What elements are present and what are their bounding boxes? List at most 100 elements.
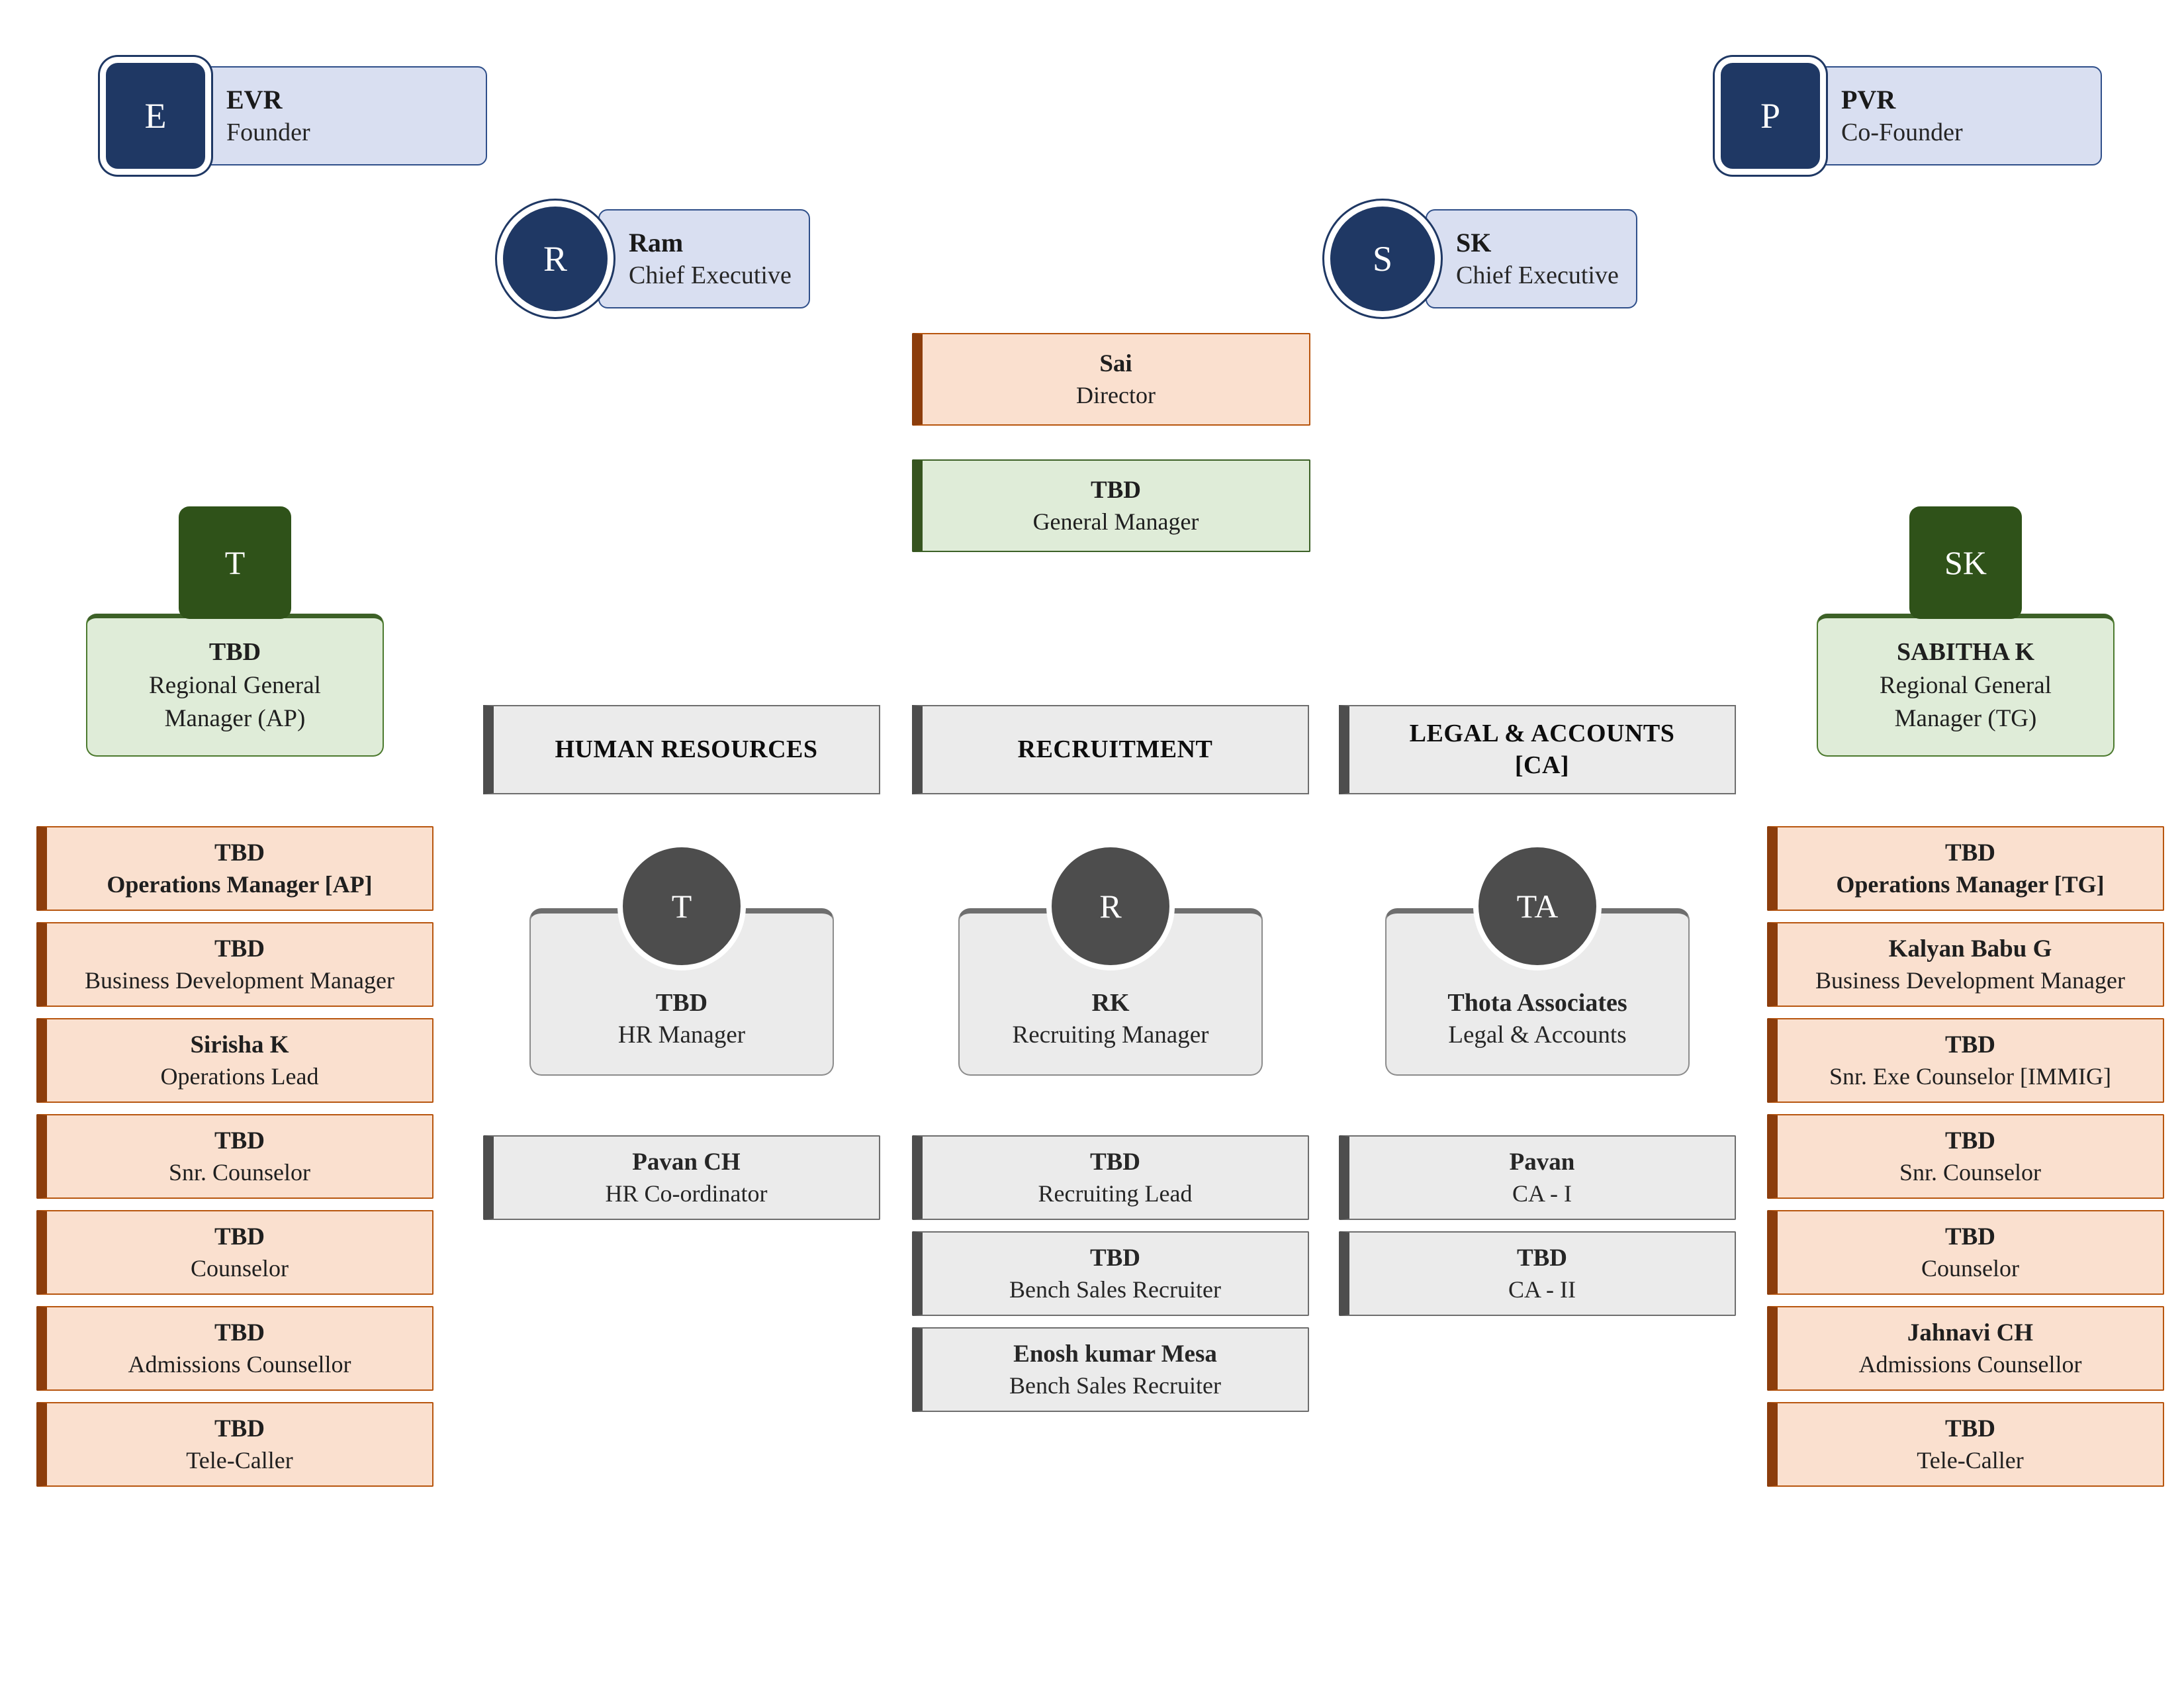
department-manager-hr: T TBD HR Manager xyxy=(529,847,834,1076)
regional-role-line1: Regional General xyxy=(1880,672,2052,700)
regional-role-line2: Manager (TG) xyxy=(1894,705,2037,733)
department-header-recruitment[interactable]: RECRUITMENT xyxy=(912,705,1309,794)
report-row[interactable]: TBD Snr. Counselor xyxy=(36,1114,433,1199)
avatar-sk: S xyxy=(1330,207,1435,311)
staff-role: HR Co-ordinator xyxy=(605,1180,768,1207)
staff-name: Enosh kumar Mesa xyxy=(1013,1340,1217,1368)
report-role: Admissions Counsellor xyxy=(1858,1350,2082,1378)
report-row[interactable]: TBD Operations Manager [TG] xyxy=(1767,826,2164,911)
department-title-line1: LEGAL & ACCOUNTS xyxy=(1409,720,1675,747)
manager-role: HR Manager xyxy=(617,1021,746,1049)
report-row[interactable]: TBD Counselor xyxy=(36,1210,433,1295)
avatar-pvr: P xyxy=(1721,63,1820,169)
staff-row[interactable]: TBD CA - II xyxy=(1339,1231,1736,1316)
report-role: Operations Manager [TG] xyxy=(1836,870,2105,898)
executive-card-body: EVR Founder xyxy=(196,66,487,165)
staff-name: TBD xyxy=(1516,1244,1568,1272)
executive-name: SK xyxy=(1456,228,1492,258)
report-role: Snr. Counselor xyxy=(1899,1158,2041,1186)
report-row[interactable]: TBD Counselor xyxy=(1767,1210,2164,1295)
report-name: Kalyan Babu G xyxy=(1888,935,2052,962)
staff-row[interactable]: Pavan CH HR Co-ordinator xyxy=(483,1135,880,1220)
card-name: TBD xyxy=(1090,476,1142,504)
report-role: Counselor xyxy=(191,1254,289,1282)
executive-name: EVR xyxy=(226,85,283,115)
report-name: TBD xyxy=(1944,1223,1996,1250)
report-role: Tele-Caller xyxy=(1917,1446,2024,1474)
department-header-legal[interactable]: LEGAL & ACCOUNTS [CA] xyxy=(1339,705,1736,794)
manager-name: Thota Associates xyxy=(1447,989,1627,1017)
report-name: TBD xyxy=(214,1223,265,1250)
department-header-text: RECRUITMENT xyxy=(1018,734,1213,766)
executive-role: Chief Executive xyxy=(629,261,792,290)
staff-name: Pavan xyxy=(1509,1148,1575,1176)
executive-role: Chief Executive xyxy=(1456,261,1619,290)
staff-name: Pavan CH xyxy=(632,1148,741,1176)
manager-name: RK xyxy=(1091,989,1130,1017)
staff-role: Bench Sales Recruiter xyxy=(1009,1276,1221,1303)
manager-avatar-legal: TA xyxy=(1479,847,1596,965)
card-role: Director xyxy=(1076,381,1156,408)
avatar-ram: R xyxy=(503,207,608,311)
staff-name: TBD xyxy=(1089,1148,1141,1176)
manager-avatar-recruitment: R xyxy=(1052,847,1169,965)
manager-role: Legal & Accounts xyxy=(1448,1021,1627,1049)
executive-card-sk[interactable]: S SK Chief Executive xyxy=(1330,207,1637,311)
report-name: TBD xyxy=(214,1415,265,1442)
staff-role: Bench Sales Recruiter xyxy=(1009,1372,1221,1399)
report-name: TBD xyxy=(214,839,265,867)
report-row[interactable]: TBD Tele-Caller xyxy=(1767,1402,2164,1487)
regional-role-line1: Regional General xyxy=(149,672,321,700)
staff-role: CA - II xyxy=(1508,1276,1576,1303)
staff-row[interactable]: TBD Recruiting Lead xyxy=(912,1135,1309,1220)
department-header-text: HUMAN RESOURCES xyxy=(555,734,817,766)
regional-name: SABITHA K xyxy=(1896,638,2035,666)
report-role: Operations Manager [AP] xyxy=(107,870,373,898)
report-role: Counselor xyxy=(1921,1254,2019,1282)
report-name: TBD xyxy=(1944,839,1996,867)
report-name: Sirisha K xyxy=(190,1031,289,1058)
report-name: TBD xyxy=(214,935,265,962)
staff-role: Recruiting Lead xyxy=(1038,1180,1193,1207)
report-row[interactable]: TBD Operations Manager [AP] xyxy=(36,826,433,911)
executive-card-body: SK Chief Executive xyxy=(1426,209,1637,308)
report-role: Admissions Counsellor xyxy=(128,1350,351,1378)
regional-badge-ap: T xyxy=(179,506,291,619)
manager-avatar-hr: T xyxy=(623,847,741,965)
report-name: TBD xyxy=(1944,1415,1996,1442)
regional-role-line2: Manager (AP) xyxy=(164,705,306,733)
regional-badge-tg: SK xyxy=(1909,506,2022,619)
department-title-line2: [CA] xyxy=(1514,751,1570,779)
executive-role: Co-Founder xyxy=(1841,118,1963,147)
department-header-hr[interactable]: HUMAN RESOURCES xyxy=(483,705,880,794)
report-name: TBD xyxy=(214,1127,265,1154)
report-row[interactable]: Kalyan Babu G Business Development Manage… xyxy=(1767,922,2164,1007)
report-role: Business Development Manager xyxy=(1815,966,2125,994)
manager-name: TBD xyxy=(655,989,708,1017)
report-role: Snr. Counselor xyxy=(168,1158,310,1186)
executive-role: Founder xyxy=(226,118,310,147)
